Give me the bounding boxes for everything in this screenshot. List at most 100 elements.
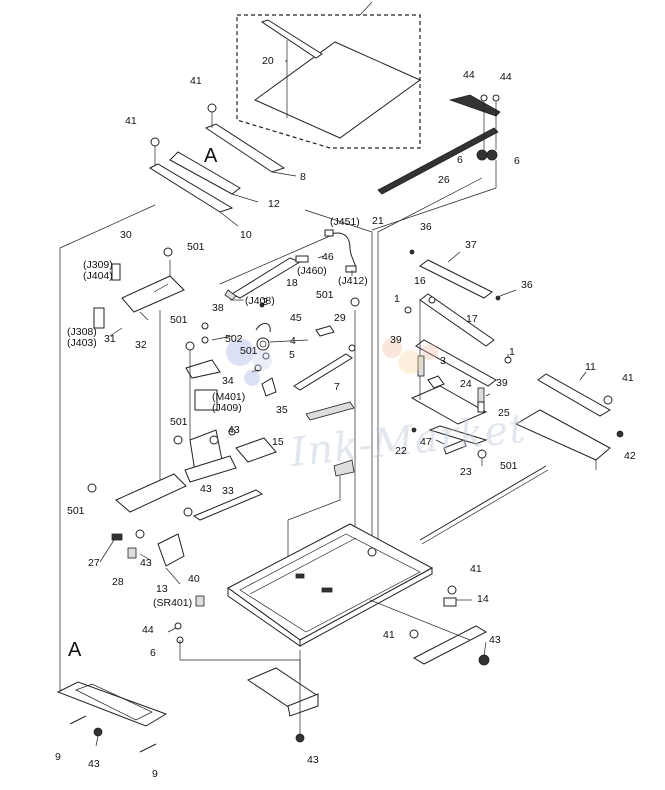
callout-1: 1	[394, 293, 400, 305]
callout-33: 33	[222, 485, 234, 497]
callout-501: 501	[500, 460, 518, 472]
callout-6: 6	[457, 154, 463, 166]
callout-14: 14	[477, 593, 489, 605]
callout-j460: (J460)	[297, 265, 327, 277]
callout-39: 39	[496, 377, 508, 389]
strip-20	[260, 19, 323, 59]
callout-10: 10	[240, 229, 252, 241]
callout-15: 15	[272, 436, 284, 448]
callout-j408: (J408)	[245, 295, 275, 307]
callout-501: 501	[187, 241, 205, 253]
callout-6: 6	[150, 647, 156, 659]
callout-42: 42	[624, 450, 636, 462]
callout-9: 9	[55, 751, 61, 763]
callout-j409: (J409)	[212, 402, 242, 414]
callout-j451: (J451)	[330, 216, 360, 228]
callout-32: 32	[135, 339, 147, 351]
screw-41b	[150, 137, 160, 147]
callout-501: 501	[67, 505, 85, 517]
callout-m401: (M401)	[212, 391, 246, 403]
callout-41: 41	[383, 629, 395, 641]
callout-40: 40	[188, 573, 200, 585]
leader-lines	[95, 60, 587, 747]
callout-36: 36	[420, 221, 432, 233]
callout-501: 501	[316, 289, 334, 301]
callout-502: 502	[225, 333, 243, 345]
callout-31: 31	[104, 333, 116, 345]
callout-45: 45	[290, 312, 302, 324]
callout-28: 28	[112, 576, 124, 588]
screw-41a	[207, 103, 217, 113]
callout-501: 501	[170, 314, 188, 326]
callout-34: 34	[222, 375, 234, 387]
callout-44: 44	[500, 71, 512, 83]
callout-6: 6	[514, 155, 520, 167]
callout-j309: (J309)	[83, 259, 113, 271]
bracket-15	[209, 428, 277, 463]
callout-44: 44	[142, 624, 154, 636]
callout-sr401: (SR401)	[153, 597, 193, 609]
flex-cable-18	[224, 255, 309, 301]
callout-26: 26	[438, 174, 450, 186]
gear-parts	[254, 302, 277, 397]
right-rails	[514, 373, 624, 470]
callout-46: 46	[322, 251, 334, 263]
right-lower-bracket	[369, 585, 490, 666]
callout-43: 43	[88, 758, 100, 770]
callout-47: 47	[420, 436, 432, 448]
callout-41: 41	[622, 372, 634, 384]
callout-4: 4	[290, 335, 296, 347]
right-module	[404, 249, 512, 466]
main-tray-frame	[227, 465, 549, 647]
callout-5: 5	[289, 349, 295, 361]
callout-43: 43	[228, 424, 240, 436]
callout-30: 30	[120, 229, 132, 241]
inset-dashed-box	[236, 1, 421, 149]
callout-41: 41	[125, 115, 137, 127]
callout-501: 501	[240, 345, 258, 357]
callout-7: 7	[334, 381, 340, 393]
callout-j404: (J404)	[83, 270, 113, 282]
callout-j308: (J308)	[67, 326, 97, 338]
callout-16: 16	[414, 275, 426, 287]
upper-plates	[148, 103, 297, 227]
bracket-32	[93, 247, 185, 329]
callout-9: 9	[152, 768, 158, 780]
callout-36: 36	[521, 279, 533, 291]
callout-41: 41	[470, 563, 482, 575]
callout-43: 43	[200, 483, 212, 495]
bottom-left-plate	[56, 681, 168, 753]
callout-38: 38	[212, 302, 224, 314]
callout-13: 13	[156, 583, 168, 595]
paper-sheet-20	[254, 41, 421, 139]
left-lower-parts	[111, 529, 301, 680]
plate-33	[87, 310, 264, 521]
callout-39: 39	[390, 334, 402, 346]
cable-21	[219, 229, 357, 285]
callout-25: 25	[498, 407, 510, 419]
callout-23: 23	[460, 466, 472, 478]
callout-37: 37	[465, 239, 477, 251]
callout-3: 3	[440, 355, 446, 367]
callout-501: 501	[170, 416, 188, 428]
watermark-bubbles	[226, 338, 438, 386]
callout-a-top: A	[204, 145, 218, 167]
callout-j412: (J412)	[338, 275, 368, 287]
callout-43: 43	[489, 634, 501, 646]
bottom-center-slider	[246, 650, 320, 743]
callout-a-bottom: A	[68, 639, 82, 661]
callout-12: 12	[268, 198, 280, 210]
callout-17: 17	[466, 313, 478, 325]
callout-44: 44	[463, 69, 475, 81]
callout-20: 20	[262, 55, 274, 67]
callout-22: 22	[395, 445, 407, 457]
callout-24: 24	[460, 378, 472, 390]
callout-43: 43	[140, 557, 152, 569]
callout-21: 21	[372, 215, 384, 227]
callout-8: 8	[300, 171, 306, 183]
reference-lines	[59, 177, 483, 691]
callout-27: 27	[88, 557, 100, 569]
callout-11: 11	[585, 361, 596, 373]
callout-18: 18	[286, 277, 298, 289]
